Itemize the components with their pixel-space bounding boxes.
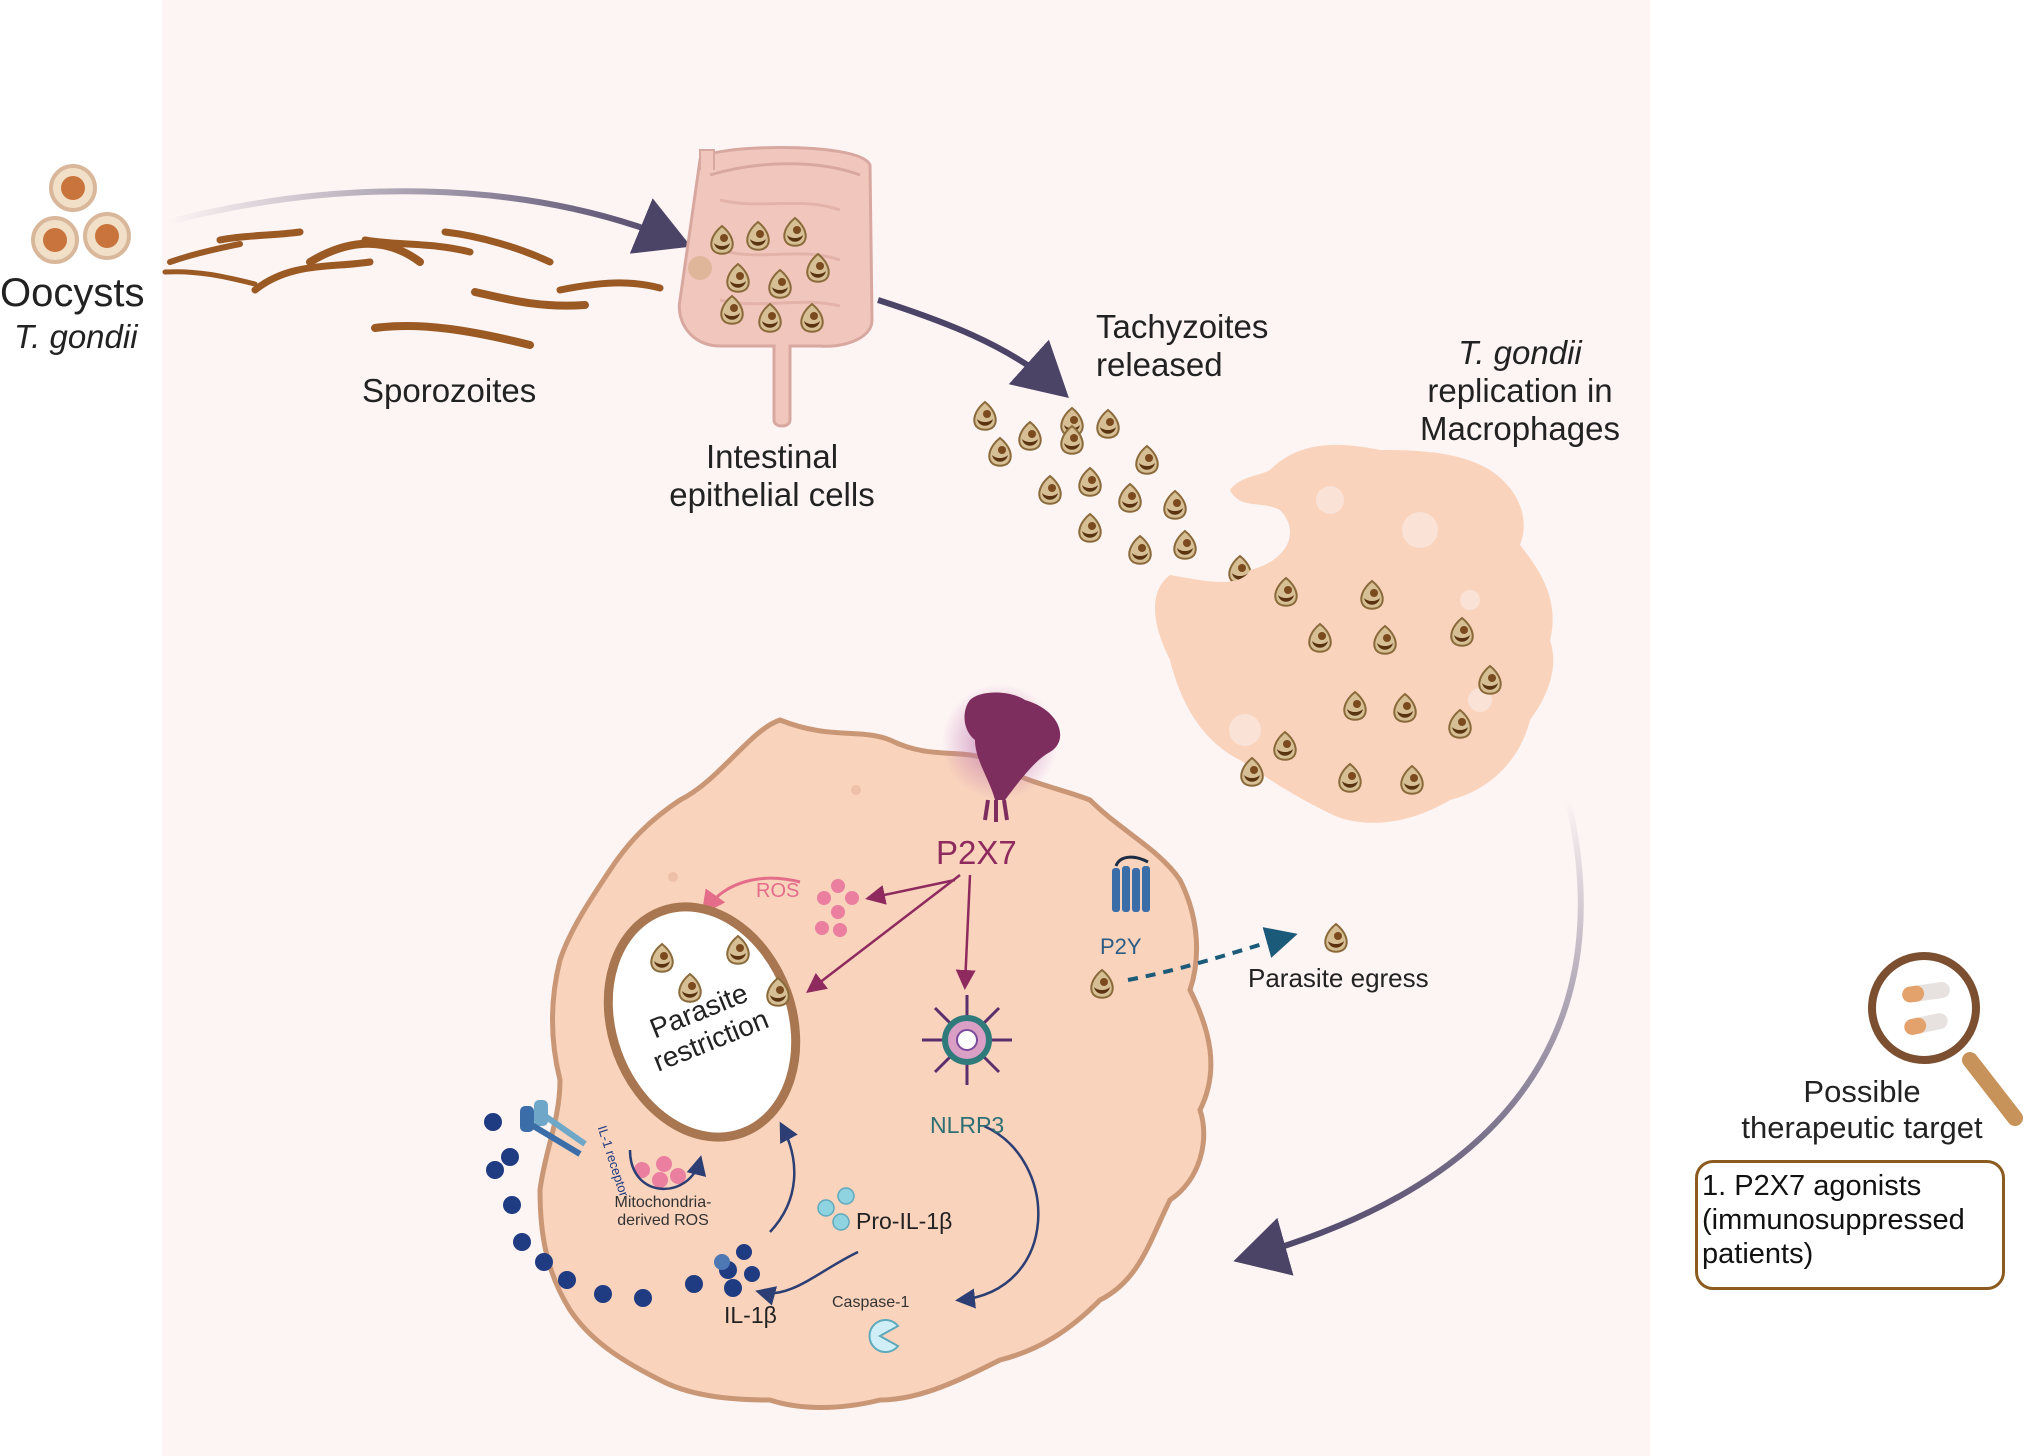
- sporozoites-worms: [162, 228, 664, 349]
- replication-label-line2: replication in: [1427, 371, 1613, 409]
- caspase-1-label: Caspase-1: [832, 1294, 910, 1311]
- tachyzoites-label-line1: Tachyzoites: [1096, 308, 1269, 345]
- oocysts-label: Oocysts: [0, 271, 145, 315]
- pro-il1b-label: Pro-IL-1β: [856, 1208, 953, 1234]
- therapy-box: [1695, 1160, 2005, 1290]
- therapeutic-target-line1: Possible: [1803, 1074, 1921, 1109]
- mito-ros-particles: [634, 1156, 686, 1188]
- mito-ros-arrow: [628, 1149, 707, 1191]
- pro-il1b-particles: [817, 1187, 855, 1231]
- egressed-parasite: [1324, 923, 1348, 953]
- intestinal-label-line1: Intestinal: [705, 438, 839, 475]
- parasite-egress-label: Parasite egress: [1248, 963, 1429, 993]
- replication-label-line3: Macrophages: [1420, 409, 1620, 447]
- il1b-to-restriction-arrow: [769, 1121, 798, 1233]
- ros-arrow: [701, 876, 801, 915]
- caspase-1-icon: [868, 1319, 900, 1353]
- il1b-particles: [484, 1113, 760, 1307]
- magnifier-capsules-icon: [1868, 952, 2023, 1126]
- p2y-label: P2Y: [1100, 934, 1142, 959]
- tachyzoites-label-line2: released: [1096, 345, 1223, 383]
- nlrp3-label: NLRP3: [930, 1112, 1005, 1138]
- egress-arrow: [1127, 927, 1298, 982]
- mito-ros-label: Mitochondria- derived ROS: [598, 1194, 728, 1231]
- arrow-to-tachyzoites: [877, 297, 1069, 399]
- oocyst-cluster: [31, 164, 131, 264]
- il1b-label: IL-1β: [724, 1302, 777, 1328]
- tachyzoites-label: Tachyzoites released: [1096, 308, 1268, 384]
- arrow-to-lower-macrophage: [1233, 799, 1584, 1276]
- replication-label: T. gondii replication in Macrophages: [1400, 334, 1640, 448]
- intestinal-label: Intestinal epithelial cells: [652, 438, 892, 514]
- therapy-item: 1. P2X7 agonists (immunosuppressed patie…: [1702, 1170, 1965, 1270]
- upper-macrophage: [1155, 444, 1554, 823]
- caspase-to-il1b-arrow: [755, 1250, 859, 1306]
- mito-ros-line1: Mitochondria-: [614, 1194, 712, 1211]
- arrow-to-intestine: [167, 188, 692, 254]
- nlrp3-inflammasome-icon: [922, 995, 1012, 1085]
- il1-receptor-icon: [520, 1100, 587, 1157]
- replication-label-line1: T. gondii: [1458, 334, 1582, 371]
- intestinal-label-line2: epithelial cells: [669, 475, 875, 513]
- nlrp3-to-caspase-arrow: [955, 1124, 1040, 1309]
- oocysts-species-label: T. gondii: [14, 318, 138, 355]
- p2y-receptor-icon: [1112, 855, 1150, 912]
- sporozoites-label: Sporozoites: [362, 372, 537, 409]
- p2x7-label: P2X7: [936, 834, 1017, 871]
- therapeutic-target-line2: therapeutic target: [1741, 1109, 1983, 1145]
- ros-label: ROS: [756, 880, 800, 902]
- parasitophorous-vacuole: [603, 902, 801, 1142]
- mito-ros-line2: derived ROS: [617, 1212, 709, 1230]
- p2x7-receptor-icon: [942, 684, 1061, 822]
- intestine-illustration: [677, 146, 874, 428]
- therapeutic-target-heading: Possible therapeutic target: [1712, 1074, 2012, 1145]
- p2x7-arrows: [806, 874, 976, 994]
- ros-particles: [815, 879, 859, 937]
